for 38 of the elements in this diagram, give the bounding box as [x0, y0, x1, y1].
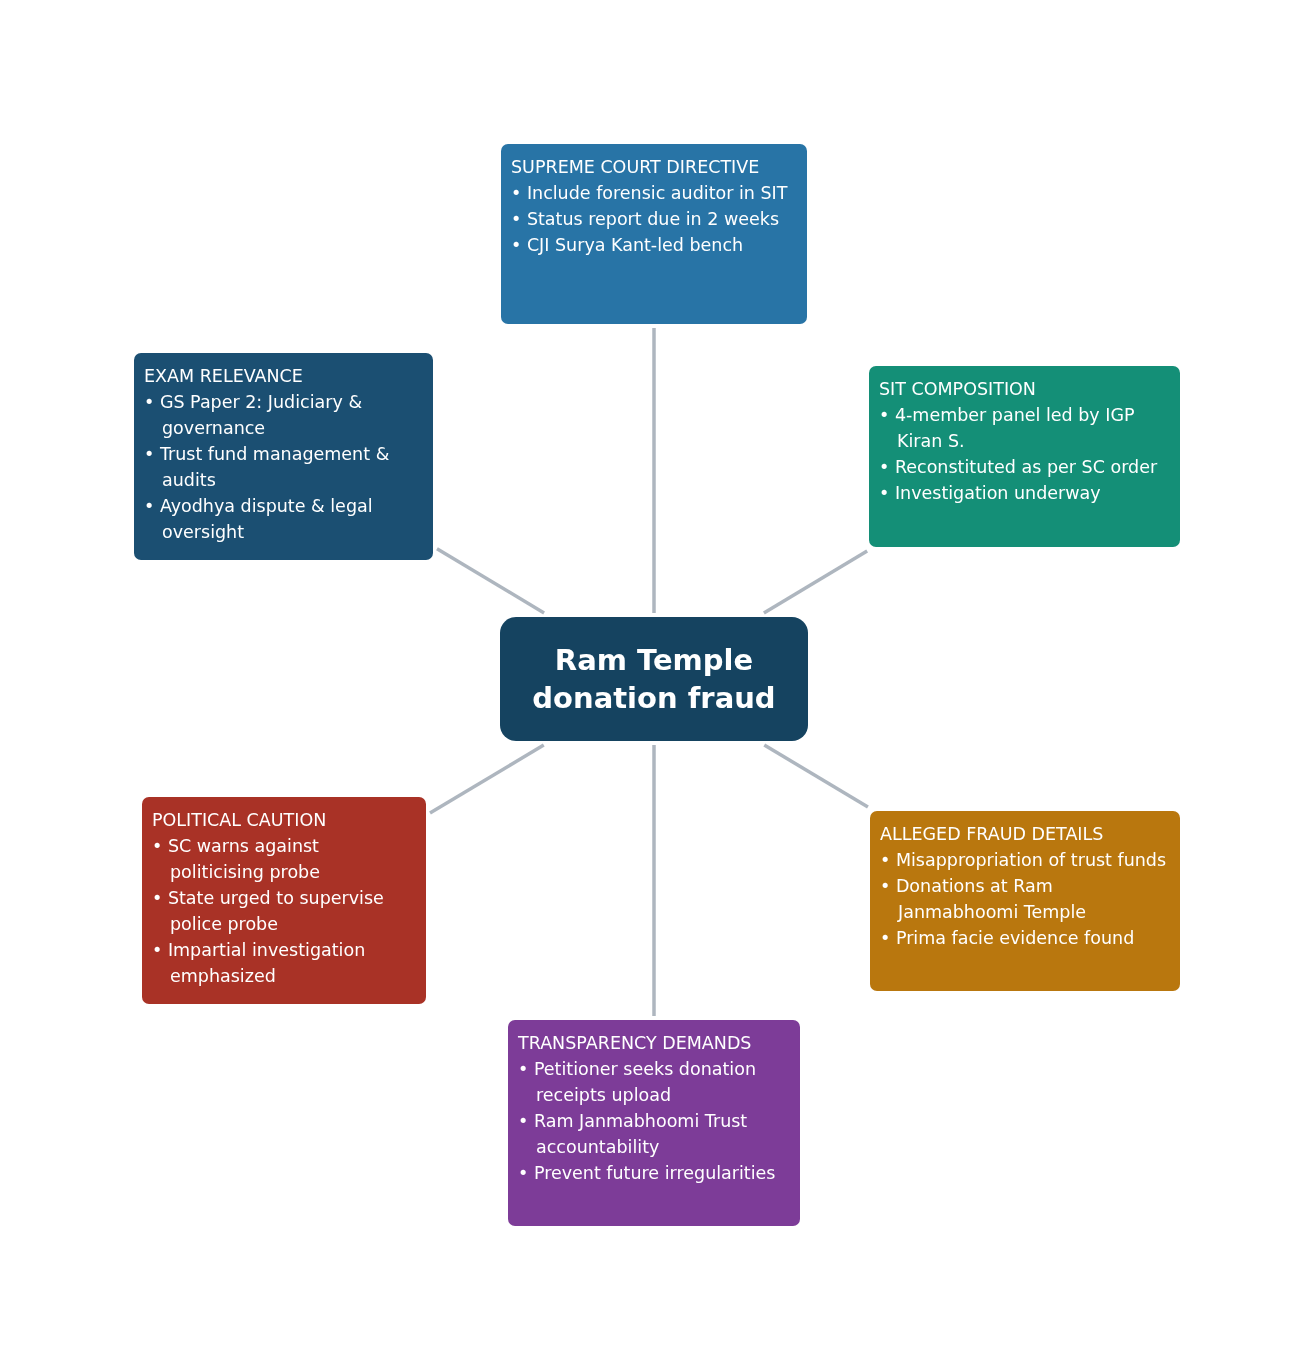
card-heading: EXAM RELEVANCE [144, 365, 304, 388]
connector-line [436, 547, 545, 615]
bullet-point: • CJI Surya Kant-led bench [511, 234, 745, 257]
topic-card [142, 797, 426, 1004]
bullet-point: • Include forensic auditor in SIT [511, 182, 789, 205]
bullet-point: • Petitioner seeks donation receipts upload [518, 1058, 757, 1107]
connector-line [429, 743, 545, 815]
topic-card [508, 1020, 800, 1226]
card-heading: POLITICAL CAUTION [152, 809, 328, 832]
bullet-point: • Prevent future irregularities [518, 1162, 777, 1185]
bullet-point: • Ram Janmabhoomi Trust accountability [518, 1110, 749, 1159]
topic-card [869, 366, 1180, 547]
card-heading: SIT COMPOSITION [879, 378, 1037, 401]
bullet-point: • Investigation underway [879, 482, 1102, 505]
card-heading: ALLEGED FRAUD DETAILS [880, 823, 1105, 846]
card-heading: SUPREME COURT DIRECTIVE [511, 156, 761, 179]
bullet-point: • Donations at Ram Janmabhoomi Temple [880, 875, 1088, 924]
bullet-point: • Reconstituted as per SC order [879, 456, 1159, 479]
bullet-point: • Impartial investigation emphasized [152, 939, 367, 988]
central-topic-title: Ram Temple donation fraud [531, 642, 777, 717]
connector-line [763, 549, 869, 615]
topic-card [134, 353, 433, 560]
bullet-point: • State urged to supervise police probe [152, 887, 385, 936]
card-heading: TRANSPARENCY DEMANDS [518, 1032, 753, 1055]
bullet-point: • GS Paper 2: Judiciary & governance [144, 391, 364, 440]
bullet-point: • Trust fund management & audits [144, 443, 391, 492]
bullet-point: • 4-member panel led by IGP Kiran S. [879, 404, 1136, 453]
bullet-point: • Status report due in 2 weeks [511, 208, 781, 231]
bullet-point: • Misappropriation of trust funds [880, 849, 1168, 872]
bullet-point: • SC warns against politicising probe [152, 835, 321, 884]
topic-card [870, 811, 1180, 991]
topic-card [501, 144, 807, 324]
connector-line [652, 328, 656, 613]
connector-line [763, 743, 869, 809]
central-topic-box [500, 617, 808, 741]
bullet-point: • Prima facie evidence found [880, 927, 1136, 950]
bullet-point: • Ayodhya dispute & legal oversight [144, 495, 374, 544]
connector-line [652, 745, 656, 1016]
